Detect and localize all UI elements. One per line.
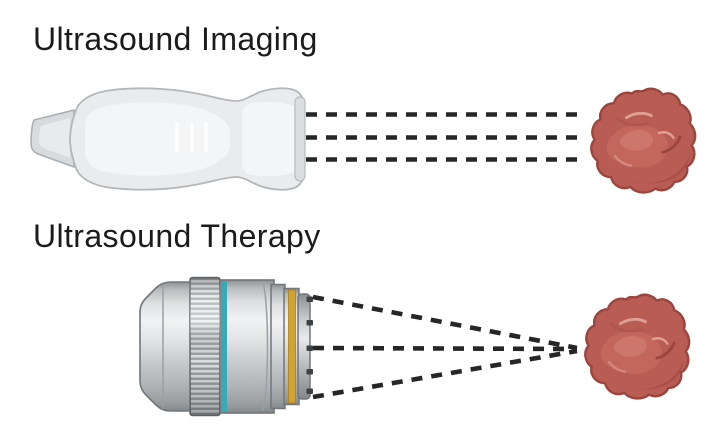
beam-dash-line xyxy=(312,348,578,400)
probe-cable-inner xyxy=(39,118,70,158)
tumor-icon xyxy=(583,293,691,400)
probe-face-strip xyxy=(294,96,306,182)
imaging-section-title: Ultrasound Imaging xyxy=(33,21,318,57)
tumor-icon xyxy=(589,87,697,194)
beam-dash-line xyxy=(312,345,578,352)
probe-grip-marks xyxy=(175,122,208,153)
imaging-section xyxy=(30,87,697,194)
focused-transducer-icon xyxy=(139,276,313,417)
transducer-knurled-ring-shading xyxy=(190,277,220,416)
therapy-section-title: Ultrasound Therapy xyxy=(33,218,321,254)
gold-ring-stripe xyxy=(288,289,296,404)
teal-ring-stripe xyxy=(221,281,227,412)
probe-grip-panel xyxy=(85,102,230,176)
ultrasound-probe-icon xyxy=(30,87,306,191)
transducer-step-ring-1 xyxy=(270,283,286,410)
barrel-end-seam xyxy=(262,282,269,411)
parallel-dashed-beams xyxy=(306,112,580,162)
front-cap-notches xyxy=(306,296,313,394)
beam-dash-line xyxy=(312,294,578,351)
therapy-section xyxy=(139,276,691,417)
probe-head-panel xyxy=(242,101,298,177)
transducer-barrel xyxy=(217,279,275,414)
transducer-back-cap xyxy=(139,281,193,412)
converging-dashed-beams xyxy=(312,294,578,400)
